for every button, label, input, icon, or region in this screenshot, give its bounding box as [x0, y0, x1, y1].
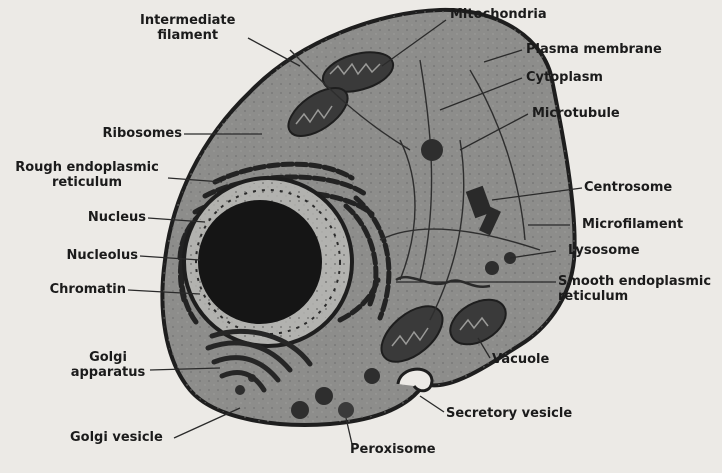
- label-mitochondria: Mitochondria: [450, 7, 547, 22]
- label-centrosome: Centrosome: [584, 180, 672, 195]
- label-nucleolus: Nucleolus: [40, 248, 138, 263]
- label-chromatin: Chromatin: [30, 282, 126, 297]
- label-ribosomes: Ribosomes: [92, 126, 182, 141]
- label-plasma-membrane: Plasma membrane: [526, 42, 662, 57]
- label-peroxisome: Peroxisome: [350, 442, 436, 457]
- label-golgi-apparatus: Golgi apparatus: [62, 350, 154, 380]
- peroxisome-shape: [338, 402, 354, 418]
- label-vacuole: Vacuole: [492, 352, 549, 367]
- label-nucleus: Nucleus: [60, 210, 146, 225]
- label-smooth-er: Smooth endoplasmic reticulum: [558, 274, 711, 304]
- label-intermediate-filament: Intermediate filament: [140, 13, 235, 43]
- label-rough-er: Rough endoplasmic reticulum: [4, 160, 170, 190]
- label-cytoplasm: Cytoplasm: [526, 70, 603, 85]
- label-microtubule: Microtubule: [532, 106, 620, 121]
- label-secretory-vesicle: Secretory vesicle: [446, 406, 572, 421]
- label-lysosome: Lysosome: [568, 243, 640, 258]
- label-microfilament: Microfilament: [582, 217, 683, 232]
- nucleolus-shape: [198, 200, 322, 324]
- label-golgi-vesicle: Golgi vesicle: [70, 430, 163, 445]
